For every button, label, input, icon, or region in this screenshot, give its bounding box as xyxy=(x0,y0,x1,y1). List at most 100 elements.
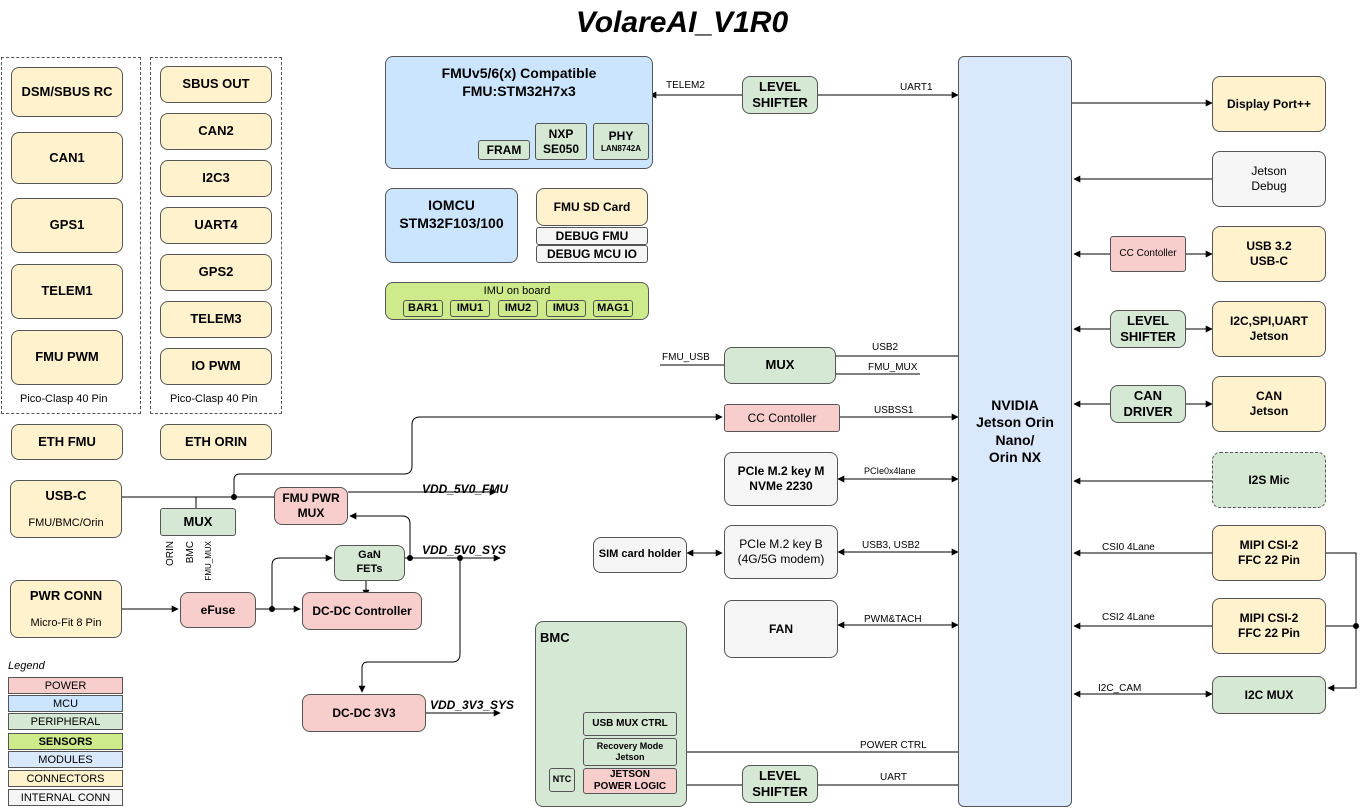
phy-subtitle: LAN8742A xyxy=(600,144,641,153)
rail-vdd-3v3-sys: VDD_3V3_SYS xyxy=(430,698,515,712)
connector-display-port: Display Port++ xyxy=(1212,76,1326,132)
can-driver: CAN DRIVER xyxy=(1110,385,1186,423)
gan-fets: GaN FETs xyxy=(334,545,405,581)
connector-telem3: TELEM3 xyxy=(160,301,272,338)
bmc-usb-mux-ctrl: USB MUX CTRL xyxy=(583,712,677,736)
legend-sensors: SENSORS xyxy=(8,733,123,750)
signal-usbss1: USBSS1 xyxy=(874,405,914,416)
bmc-ntc: NTC xyxy=(549,768,575,792)
fmu-title: FMUv5/6(x) Compatible FMU:STM32H7x3 xyxy=(441,65,597,99)
signal-uart: UART xyxy=(880,772,908,783)
dc-dc-controller: DC-DC Controller xyxy=(302,592,422,630)
connector-eth-orin: ETH ORIN xyxy=(160,424,272,460)
mux-pin-bmc: BMC xyxy=(185,541,196,564)
signal-power-ctrl: POWER CTRL xyxy=(860,740,927,751)
fmu-pwr-mux: FMU PWR MUX xyxy=(274,487,348,525)
connector-can1: CAN1 xyxy=(11,132,123,184)
level-shifter-right: LEVEL SHIFTER xyxy=(1110,310,1186,348)
connector-mipi-csi-a: MIPI CSI-2 FFC 22 Pin xyxy=(1212,525,1326,581)
imu-imu3: IMU3 xyxy=(546,300,586,317)
imu-imu2: IMU2 xyxy=(498,300,538,317)
mux-middle: MUX xyxy=(724,347,836,384)
imu-title: IMU on board xyxy=(483,285,551,297)
bmc-jetson-power-logic: JETSON POWER LOGIC xyxy=(583,768,677,794)
mid-group-caption: Pico-Clasp 40 Pin xyxy=(170,393,258,405)
connector-uart4: UART4 xyxy=(160,207,272,244)
usb-c-subtitle: FMU/BMC/Orin xyxy=(28,516,104,529)
sim-card-holder: SIM card holder xyxy=(593,537,687,573)
debug-fmu: DEBUG FMU xyxy=(536,227,648,245)
signal-csi0: CSI0 4Lane xyxy=(1102,542,1155,553)
imu-imu1: IMU1 xyxy=(450,300,490,317)
cc-controller-right: CC Contoller xyxy=(1110,236,1186,272)
legend-modules: MODULES xyxy=(8,751,123,768)
usb-c-title: USB-C xyxy=(45,487,87,503)
legend-connectors: CONNECTORS xyxy=(8,770,123,787)
debug-mcu-io: DEBUG MCU IO xyxy=(536,245,648,263)
level-shifter-top: LEVEL SHIFTER xyxy=(742,76,818,114)
connector-fmu-pwm: FMU PWM xyxy=(11,330,123,385)
connector-dsm-sbus-rc: DSM/SBUS RC xyxy=(11,67,123,117)
connector-i2c3: I2C3 xyxy=(160,160,272,197)
connector-usb-c: USB-C FMU/BMC/Orin xyxy=(10,480,122,538)
connector-usb32-usb-c: USB 3.2 USB-C xyxy=(1212,226,1326,282)
legend-title: Legend xyxy=(8,660,45,672)
efuse: eFuse xyxy=(180,592,256,628)
pwr-conn-title: PWR CONN xyxy=(29,587,103,603)
i2s-mic: I2S Mic xyxy=(1212,452,1326,508)
signal-pwm-tach: PWM&TACH xyxy=(864,614,922,625)
phy-lan8742a: PHY LAN8742A xyxy=(593,123,649,160)
imu-mag1: MAG1 xyxy=(593,300,633,317)
connector-jetson-debug: Jetson Debug xyxy=(1212,151,1326,207)
connector-sbus-out: SBUS OUT xyxy=(160,66,272,103)
rail-vdd-5v0-fmu: VDD_5V0_FMU xyxy=(422,482,509,496)
connector-telem1: TELEM1 xyxy=(11,264,123,319)
left-connector-group xyxy=(1,57,141,414)
fram: FRAM xyxy=(478,140,530,160)
nxp-se050: NXP SE050 xyxy=(535,123,587,160)
iomcu: IOMCU STM32F103/100 xyxy=(385,188,518,263)
fan: FAN xyxy=(724,600,838,658)
legend-mcu: MCU xyxy=(8,695,123,712)
mux-pin-orin: ORIN xyxy=(165,541,176,566)
signal-fmu-usb: FMU_USB xyxy=(662,352,710,363)
rail-vdd-5v0-sys: VDD_5V0_SYS xyxy=(422,543,507,557)
signal-pcie: PCIe0x4lane xyxy=(864,466,916,476)
connector-can2: CAN2 xyxy=(160,113,272,150)
signal-telem2: TELEM2 xyxy=(666,80,705,91)
connector-gps2: GPS2 xyxy=(160,254,272,291)
bmc-recovery-mode: Recovery Mode Jetson xyxy=(583,738,677,766)
phy-title: PHY xyxy=(608,129,634,143)
pcie-nvme: PCIe M.2 key M NVMe 2230 xyxy=(724,452,838,506)
mux-pin-fmu-mux: FMU_MUX xyxy=(204,541,213,581)
pcie-modem: PCIe M.2 key B (4G/5G modem) xyxy=(724,525,838,579)
signal-usb3-usb2: USB3, USB2 xyxy=(862,540,920,551)
legend-power: POWER xyxy=(8,677,123,694)
connector-pwr-conn: PWR CONN Micro-Fit 8 Pin xyxy=(10,580,122,638)
connector-can-jetson: CAN Jetson xyxy=(1212,376,1326,432)
left-group-caption: Pico-Clasp 40 Pin xyxy=(20,393,108,405)
connector-mipi-csi-b: MIPI CSI-2 FFC 22 Pin xyxy=(1212,598,1326,654)
mux-left: MUX xyxy=(160,508,236,536)
fmu-sd-card: FMU SD Card xyxy=(536,188,648,226)
nvidia-jetson-module: NVIDIA Jetson Orin Nano/ Orin NX xyxy=(958,56,1072,807)
connector-gps1: GPS1 xyxy=(11,198,123,253)
imu-bar1: BAR1 xyxy=(403,300,443,317)
signal-fmu-mux: FMU_MUX xyxy=(868,362,918,373)
bmc-title: BMC xyxy=(540,630,570,645)
signal-csi2: CSI2 4Lane xyxy=(1102,612,1155,623)
connector-io-pwm: IO PWM xyxy=(160,348,272,385)
signal-uart1: UART1 xyxy=(900,82,933,93)
signal-usb2: USB2 xyxy=(872,342,899,353)
signal-i2c-cam: I2C_CAM xyxy=(1098,683,1142,694)
legend-peripheral: PERIPHERAL xyxy=(8,713,123,730)
cc-controller-middle: CC Contoller xyxy=(724,404,840,432)
level-shifter-bottom: LEVEL SHIFTER xyxy=(742,765,818,803)
dc-dc-3v3: DC-DC 3V3 xyxy=(302,694,426,732)
mid-connector-group xyxy=(150,57,282,414)
legend-internal-conn: INTERNAL CONN xyxy=(8,789,123,806)
connector-i2c-spi-uart: I2C,SPI,UART Jetson xyxy=(1212,301,1326,357)
i2c-mux: I2C MUX xyxy=(1212,676,1326,714)
page-title: VolareAI_V1R0 xyxy=(575,6,789,39)
